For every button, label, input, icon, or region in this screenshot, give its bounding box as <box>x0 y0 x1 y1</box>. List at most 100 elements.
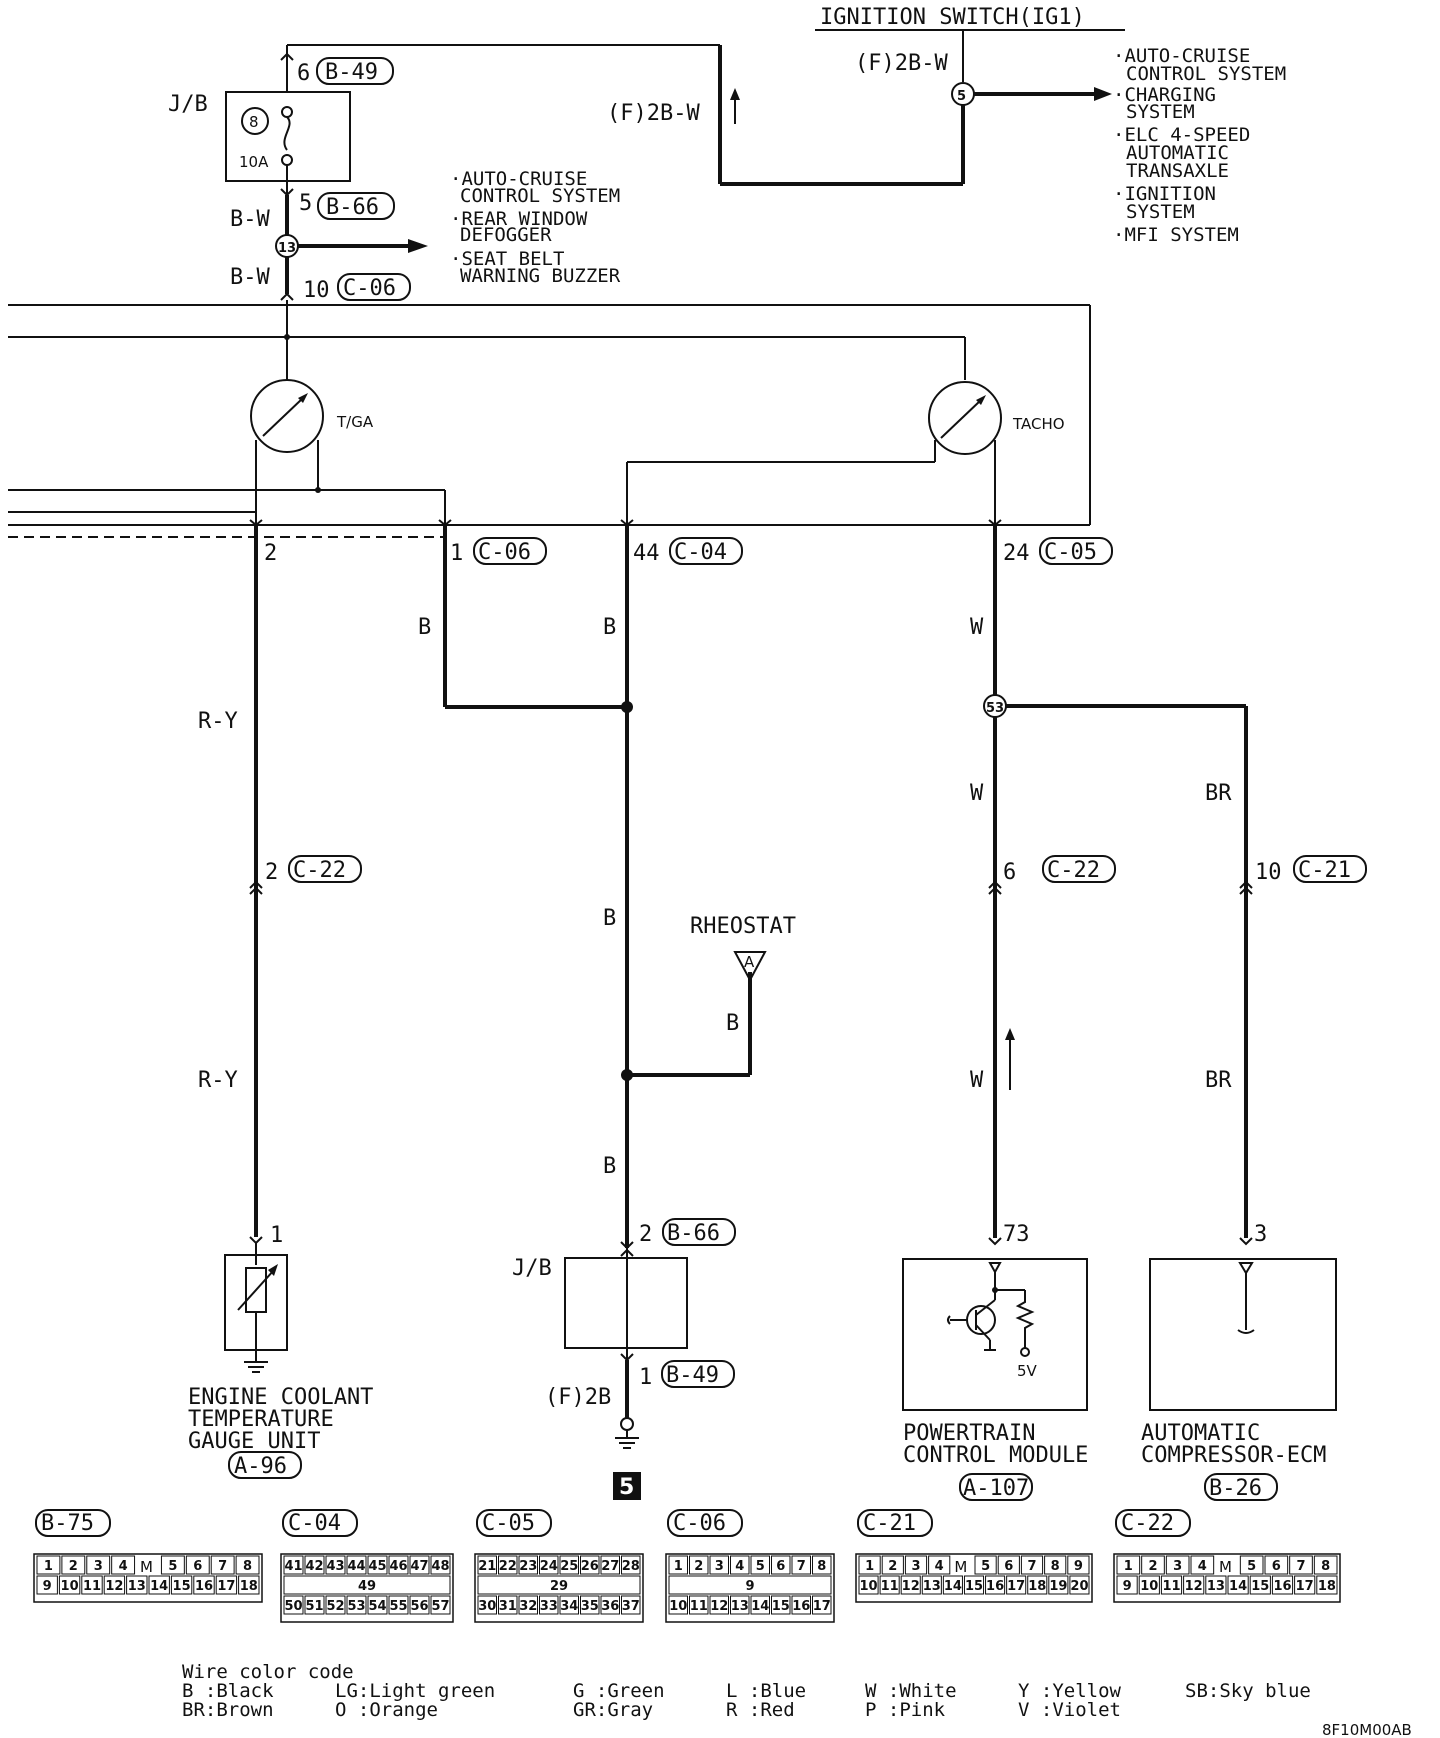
jb-bottom-conn-in: B-66 <box>667 1221 720 1246</box>
connector-pin-number: 19 <box>1049 1579 1067 1594</box>
connector-pin-number: 56 <box>410 1599 428 1614</box>
connector-pin-number: 9 <box>1074 1559 1083 1574</box>
splice-system-line: ·AUTO-CRUISE <box>450 168 587 190</box>
wire-color-b-2: B <box>603 615 616 640</box>
connector-pin-number: 15 <box>772 1599 790 1614</box>
wire-color-bw-2: B-W <box>230 265 270 290</box>
connector-pin-number: 27 <box>601 1559 619 1574</box>
jb-bottom-pin-out: 1 <box>639 1365 652 1390</box>
pcm-pin: 73 <box>1003 1222 1030 1247</box>
connector-pin-number: 16 <box>986 1579 1004 1594</box>
legend-entry: LG:Light green <box>335 1680 495 1702</box>
splice-13-systems-list: ·AUTO-CRUISE CONTROL SYSTEM ·REAR WINDOW… <box>450 168 621 287</box>
meter-pin: 10 <box>303 278 330 303</box>
connector-pin-number: 53 <box>347 1599 365 1614</box>
connector-pin-number: 11 <box>690 1599 708 1614</box>
connector-pin-number: 8 <box>1051 1559 1060 1574</box>
automatic-compressor-ecm: AUTOMATIC COMPRESSOR-ECM B-26 <box>1141 1258 1337 1501</box>
connector-pin-number: 51 <box>305 1599 323 1614</box>
pcm-conn: A-107 <box>963 1476 1029 1501</box>
connector-pin-number: 12 <box>710 1599 728 1614</box>
connector-pin-number: 11 <box>1162 1579 1180 1594</box>
connector-pin-number: 3 <box>715 1559 724 1574</box>
connector-pin-number: 5 <box>756 1559 765 1574</box>
connector-pin-number: 14 <box>1229 1579 1247 1594</box>
connector-pin-number: 2 <box>69 1559 78 1574</box>
wire-color-b-1: B <box>418 615 431 640</box>
ect-name-line: GAUGE UNIT <box>188 1429 320 1454</box>
rheostat-terminal-icon <box>733 951 767 983</box>
wire-color-ry-2: R-Y <box>198 1068 238 1093</box>
wire-color-br-2: BR <box>1205 1068 1232 1093</box>
connector-pin-number: 18 <box>240 1579 258 1594</box>
connector-pin-number: 54 <box>368 1599 386 1614</box>
temperature-gauge-icon <box>250 379 324 453</box>
wire-color-b-4: B <box>726 1011 739 1036</box>
ect-name-line: TEMPERATURE <box>188 1407 334 1432</box>
conn-row-conn: C-06 <box>478 540 531 565</box>
connector-pin-number: 14 <box>150 1579 168 1594</box>
jb-top-conn-in: B-49 <box>325 60 378 85</box>
ign-system-line: TRANSAXLE <box>1126 160 1229 182</box>
ignition-systems-list: ·AUTO-CRUISE CONTROL SYSTEM ·CHARGING SY… <box>1113 45 1286 246</box>
connector-pin-number: 10 <box>859 1579 877 1594</box>
conn-row-conn: C-04 <box>674 540 727 565</box>
connector-pin-number: 12 <box>105 1579 123 1594</box>
connector-pin-number: 10 <box>669 1599 687 1614</box>
connector-face-id: C-06 <box>673 1511 726 1536</box>
arrow-right-icon <box>408 239 428 253</box>
wire-color-bw-1: B-W <box>230 207 270 232</box>
mid-conn-id: C-21 <box>1298 858 1351 883</box>
ign-system-line: CONTROL SYSTEM <box>1126 63 1286 85</box>
ign-system-line: ·MFI SYSTEM <box>1113 224 1239 246</box>
rheostat: RHEOSTAT A <box>690 914 796 983</box>
connector-pin-number: 17 <box>1007 1579 1025 1594</box>
connector-pin-number: 14 <box>944 1579 962 1594</box>
connector-pin-number: 31 <box>499 1599 517 1614</box>
tga-label: T/GA <box>336 413 374 431</box>
rheostat-terminal: A <box>744 953 755 971</box>
engine-coolant-temp-gauge-unit: ENGINE COOLANT TEMPERATURE GAUGE UNIT A-… <box>188 1243 373 1479</box>
conn-row-pin: 1 <box>450 541 463 566</box>
ign-system-line: ·CHARGING <box>1113 84 1216 106</box>
powertrain-control-module: 5V POWERTRAIN CONTROL MODULE A-107 <box>902 1258 1088 1501</box>
connector-pin-number: 15 <box>1251 1579 1269 1594</box>
fuse-number: 8 <box>249 113 259 131</box>
connector-pin-number: 7 <box>1027 1559 1036 1574</box>
ign-wire-label-mid: (F)2B-W <box>607 101 700 126</box>
connector-pin-number: 6 <box>776 1559 785 1574</box>
ign-system-line: SYSTEM <box>1126 201 1195 223</box>
wire-color-b-3: B <box>603 906 616 931</box>
fuse-number-circle <box>241 107 269 135</box>
connector-pin-number: 25 <box>560 1559 578 1574</box>
connector-pin-number: 46 <box>389 1559 407 1574</box>
connector-pin-number: 36 <box>601 1599 619 1614</box>
connector-pin-number: 4 <box>935 1559 944 1574</box>
connector-pin-number: 24 <box>540 1559 558 1574</box>
conn-row-pin: 44 <box>633 541 660 566</box>
junction-block-top: 6 B-49 J/B 8 10A 5 B-66 B-W <box>168 45 395 236</box>
connector-pin-number: 3 <box>1173 1559 1182 1574</box>
arrow-right-icon <box>1094 87 1112 101</box>
connector-pin-number: 12 <box>902 1579 920 1594</box>
connector-pin-number: 41 <box>284 1559 302 1574</box>
connector-pin-number: 26 <box>581 1559 599 1574</box>
splice-5-label: 5 <box>957 89 966 104</box>
splice-13-label: 13 <box>278 241 296 256</box>
jb-top-conn-out: B-66 <box>326 195 379 220</box>
connector-pin-number: 15 <box>173 1579 191 1594</box>
wire-br: BR 10 C-21 BR 3 <box>1006 704 1367 1247</box>
connector-pin-number: 8 <box>817 1559 826 1574</box>
jb-top-pin-in: 6 <box>297 61 310 86</box>
connector-pin-number: 5 <box>981 1559 990 1574</box>
connector-pin-number: 6 <box>1272 1559 1281 1574</box>
connector-pin-number: 22 <box>499 1559 517 1574</box>
wire-color-w-1: W <box>970 615 984 640</box>
connector-face-id: C-04 <box>288 1511 341 1536</box>
legend-entry: V :Violet <box>1018 1699 1121 1721</box>
